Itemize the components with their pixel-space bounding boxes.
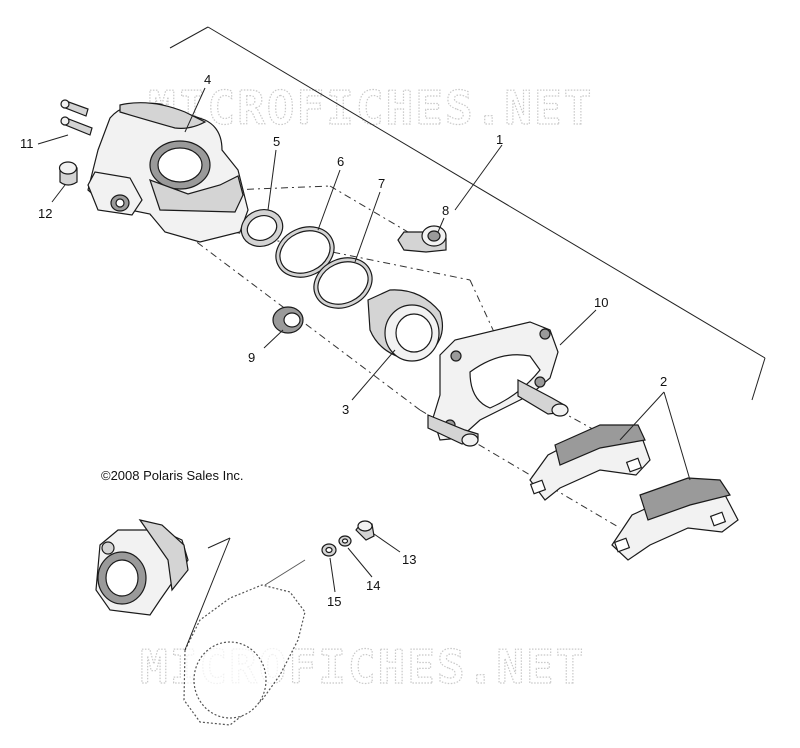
callout-11: 11	[20, 136, 34, 151]
caliper-bracket-10	[427, 321, 569, 447]
brake-pad-lower	[611, 477, 739, 561]
callout-3: 3	[342, 402, 349, 417]
washer-14	[338, 535, 352, 547]
callout-12: 12	[38, 206, 52, 221]
callout-6: 6	[337, 154, 344, 169]
callout-14: 14	[366, 578, 380, 593]
callout-13: 13	[402, 552, 416, 567]
callout-15: 15	[327, 594, 341, 609]
callout-7: 7	[378, 176, 385, 191]
callout-9: 9	[248, 350, 255, 365]
leader-lines	[37, 87, 691, 593]
caliper-bolts	[60, 99, 93, 136]
brake-pad-upper	[529, 424, 651, 501]
seal-7	[313, 257, 373, 309]
callout-8: 8	[442, 203, 449, 218]
seal-5	[240, 209, 284, 247]
copyright-text: ©2008 Polaris Sales Inc.	[101, 468, 244, 483]
callout-10: 10	[594, 295, 608, 310]
callout-1: 1	[496, 132, 503, 147]
caliper-body	[87, 102, 249, 243]
callouts: 1 2 3 4 5 6 7 8 9 10 11 12 13 14 15	[20, 72, 667, 609]
callout-5: 5	[273, 134, 280, 149]
callout-2: 2	[660, 374, 667, 389]
callout-4: 4	[204, 72, 211, 87]
assembled-caliper-inset	[95, 519, 231, 651]
seal-6	[275, 226, 335, 278]
bushing-12	[58, 161, 78, 186]
washer-15	[321, 543, 337, 557]
piston-3	[367, 289, 443, 362]
knuckle-inset	[183, 559, 306, 726]
bushing-9	[272, 306, 304, 334]
bleeder-8	[397, 225, 447, 253]
screw-13	[355, 520, 375, 541]
watermark-top: MICROFICHES.NET	[148, 81, 593, 135]
assembly-bracket	[169, 26, 766, 401]
